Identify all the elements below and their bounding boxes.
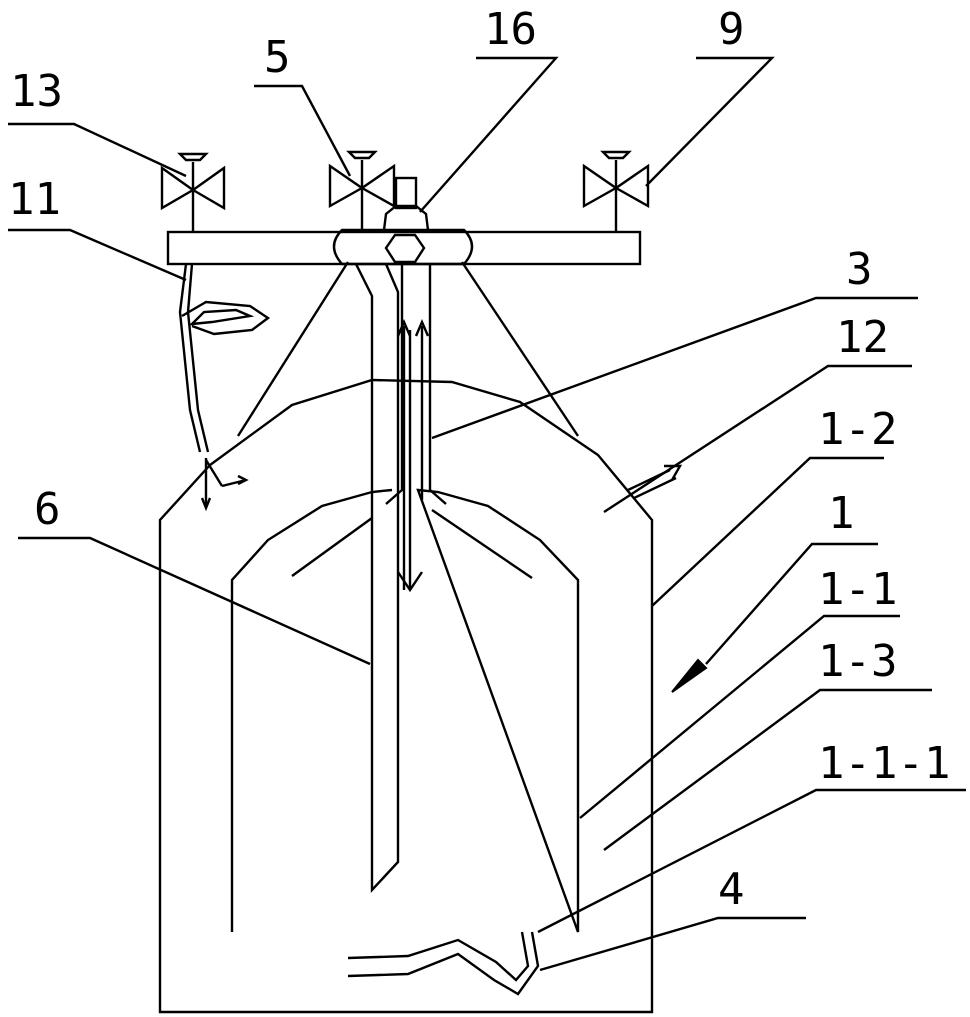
pipe-6 (356, 264, 398, 890)
pipe-3 (386, 264, 446, 504)
label-12: 12 (836, 312, 889, 363)
inner-neck-left (292, 518, 372, 576)
hub-bolt (386, 235, 424, 262)
label-1-1: 1-1 (818, 564, 897, 615)
arrow-1 (672, 660, 706, 692)
top-bar (168, 232, 640, 264)
pipe-11-loop (182, 302, 268, 334)
label-1-1-1: 1-1-1 (818, 738, 950, 789)
support-left (238, 262, 348, 436)
label-4: 4 (718, 864, 745, 915)
label-6: 6 (34, 484, 61, 535)
label-1-3: 1-3 (818, 636, 897, 687)
pipe-4 (348, 932, 538, 994)
label-3: 3 (846, 244, 873, 295)
label-9: 9 (718, 4, 745, 55)
label-1: 1 (828, 488, 855, 539)
valve-16-stem (396, 178, 416, 208)
label-11: 11 (8, 174, 61, 225)
valve-13 (162, 154, 224, 232)
label-16: 16 (484, 4, 537, 55)
pipe-11 (180, 264, 208, 452)
support-right (462, 262, 578, 436)
valve-9 (584, 152, 648, 232)
leader-lines (8, 58, 966, 970)
label-13: 13 (10, 66, 63, 117)
fitting-12-arrow (628, 466, 680, 498)
label-5: 5 (264, 32, 291, 83)
label-1-2: 1-2 (818, 404, 897, 455)
